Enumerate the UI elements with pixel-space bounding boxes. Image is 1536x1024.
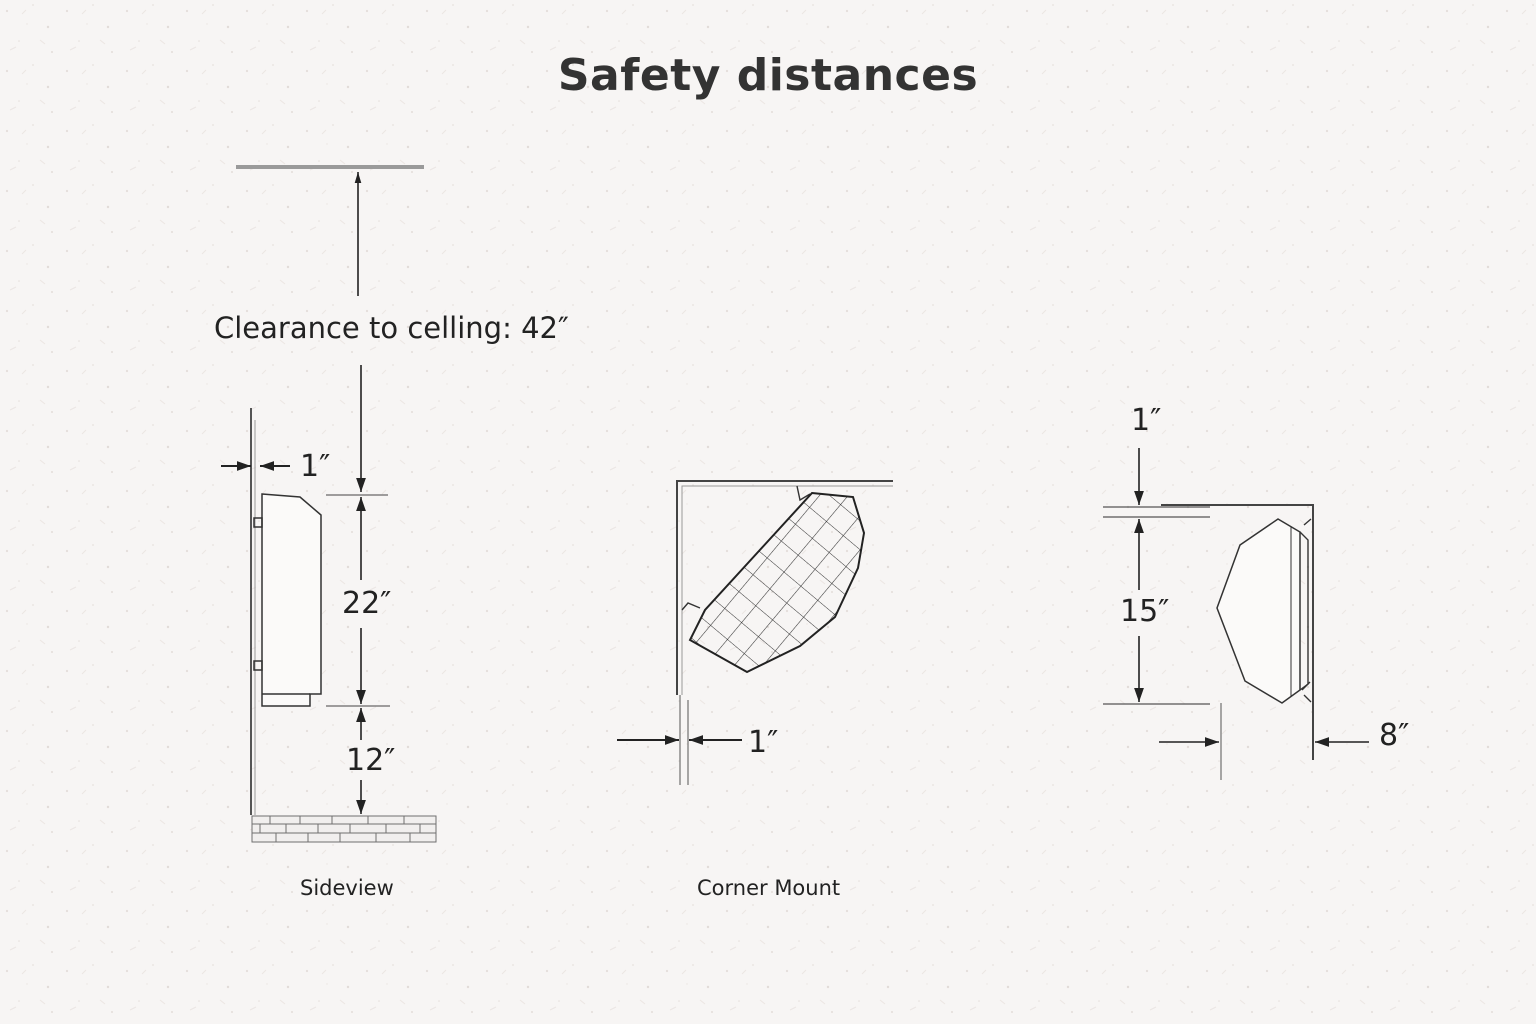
ceiling-clearance-label: Clearance to celling: 42″ (214, 311, 569, 345)
wall-gap-label: 1″ (300, 449, 330, 484)
corner-mount-caption: Corner Mount (697, 876, 840, 900)
floor-hatch (251, 815, 437, 843)
corner-ceiling-wall (1161, 504, 1314, 760)
corner-walls (676, 480, 893, 695)
corner-heater-body (688, 491, 866, 674)
heater-side-profile (253, 493, 322, 707)
corner-gap-label: 1″ (748, 725, 778, 760)
top-gap-label: 1″ (1131, 403, 1161, 438)
top-view-height-label: 15″ (1120, 594, 1169, 629)
sideview-drawing: Clearance to celling: 42″ 1″ 22″ 12″ (214, 165, 569, 900)
heater-height-label: 22″ (342, 586, 391, 621)
sideview-caption: Sideview (300, 876, 394, 900)
corner-mount-drawing: 1″ Corner Mount (617, 480, 893, 900)
side-gap-label: 8″ (1379, 718, 1409, 753)
page-title: Safety distances (557, 50, 979, 101)
floor-gap-label: 12″ (346, 743, 395, 778)
top-view-drawing: 1″ 15″ 8″ (1103, 403, 1409, 780)
top-view-heater-body (1216, 518, 1301, 704)
